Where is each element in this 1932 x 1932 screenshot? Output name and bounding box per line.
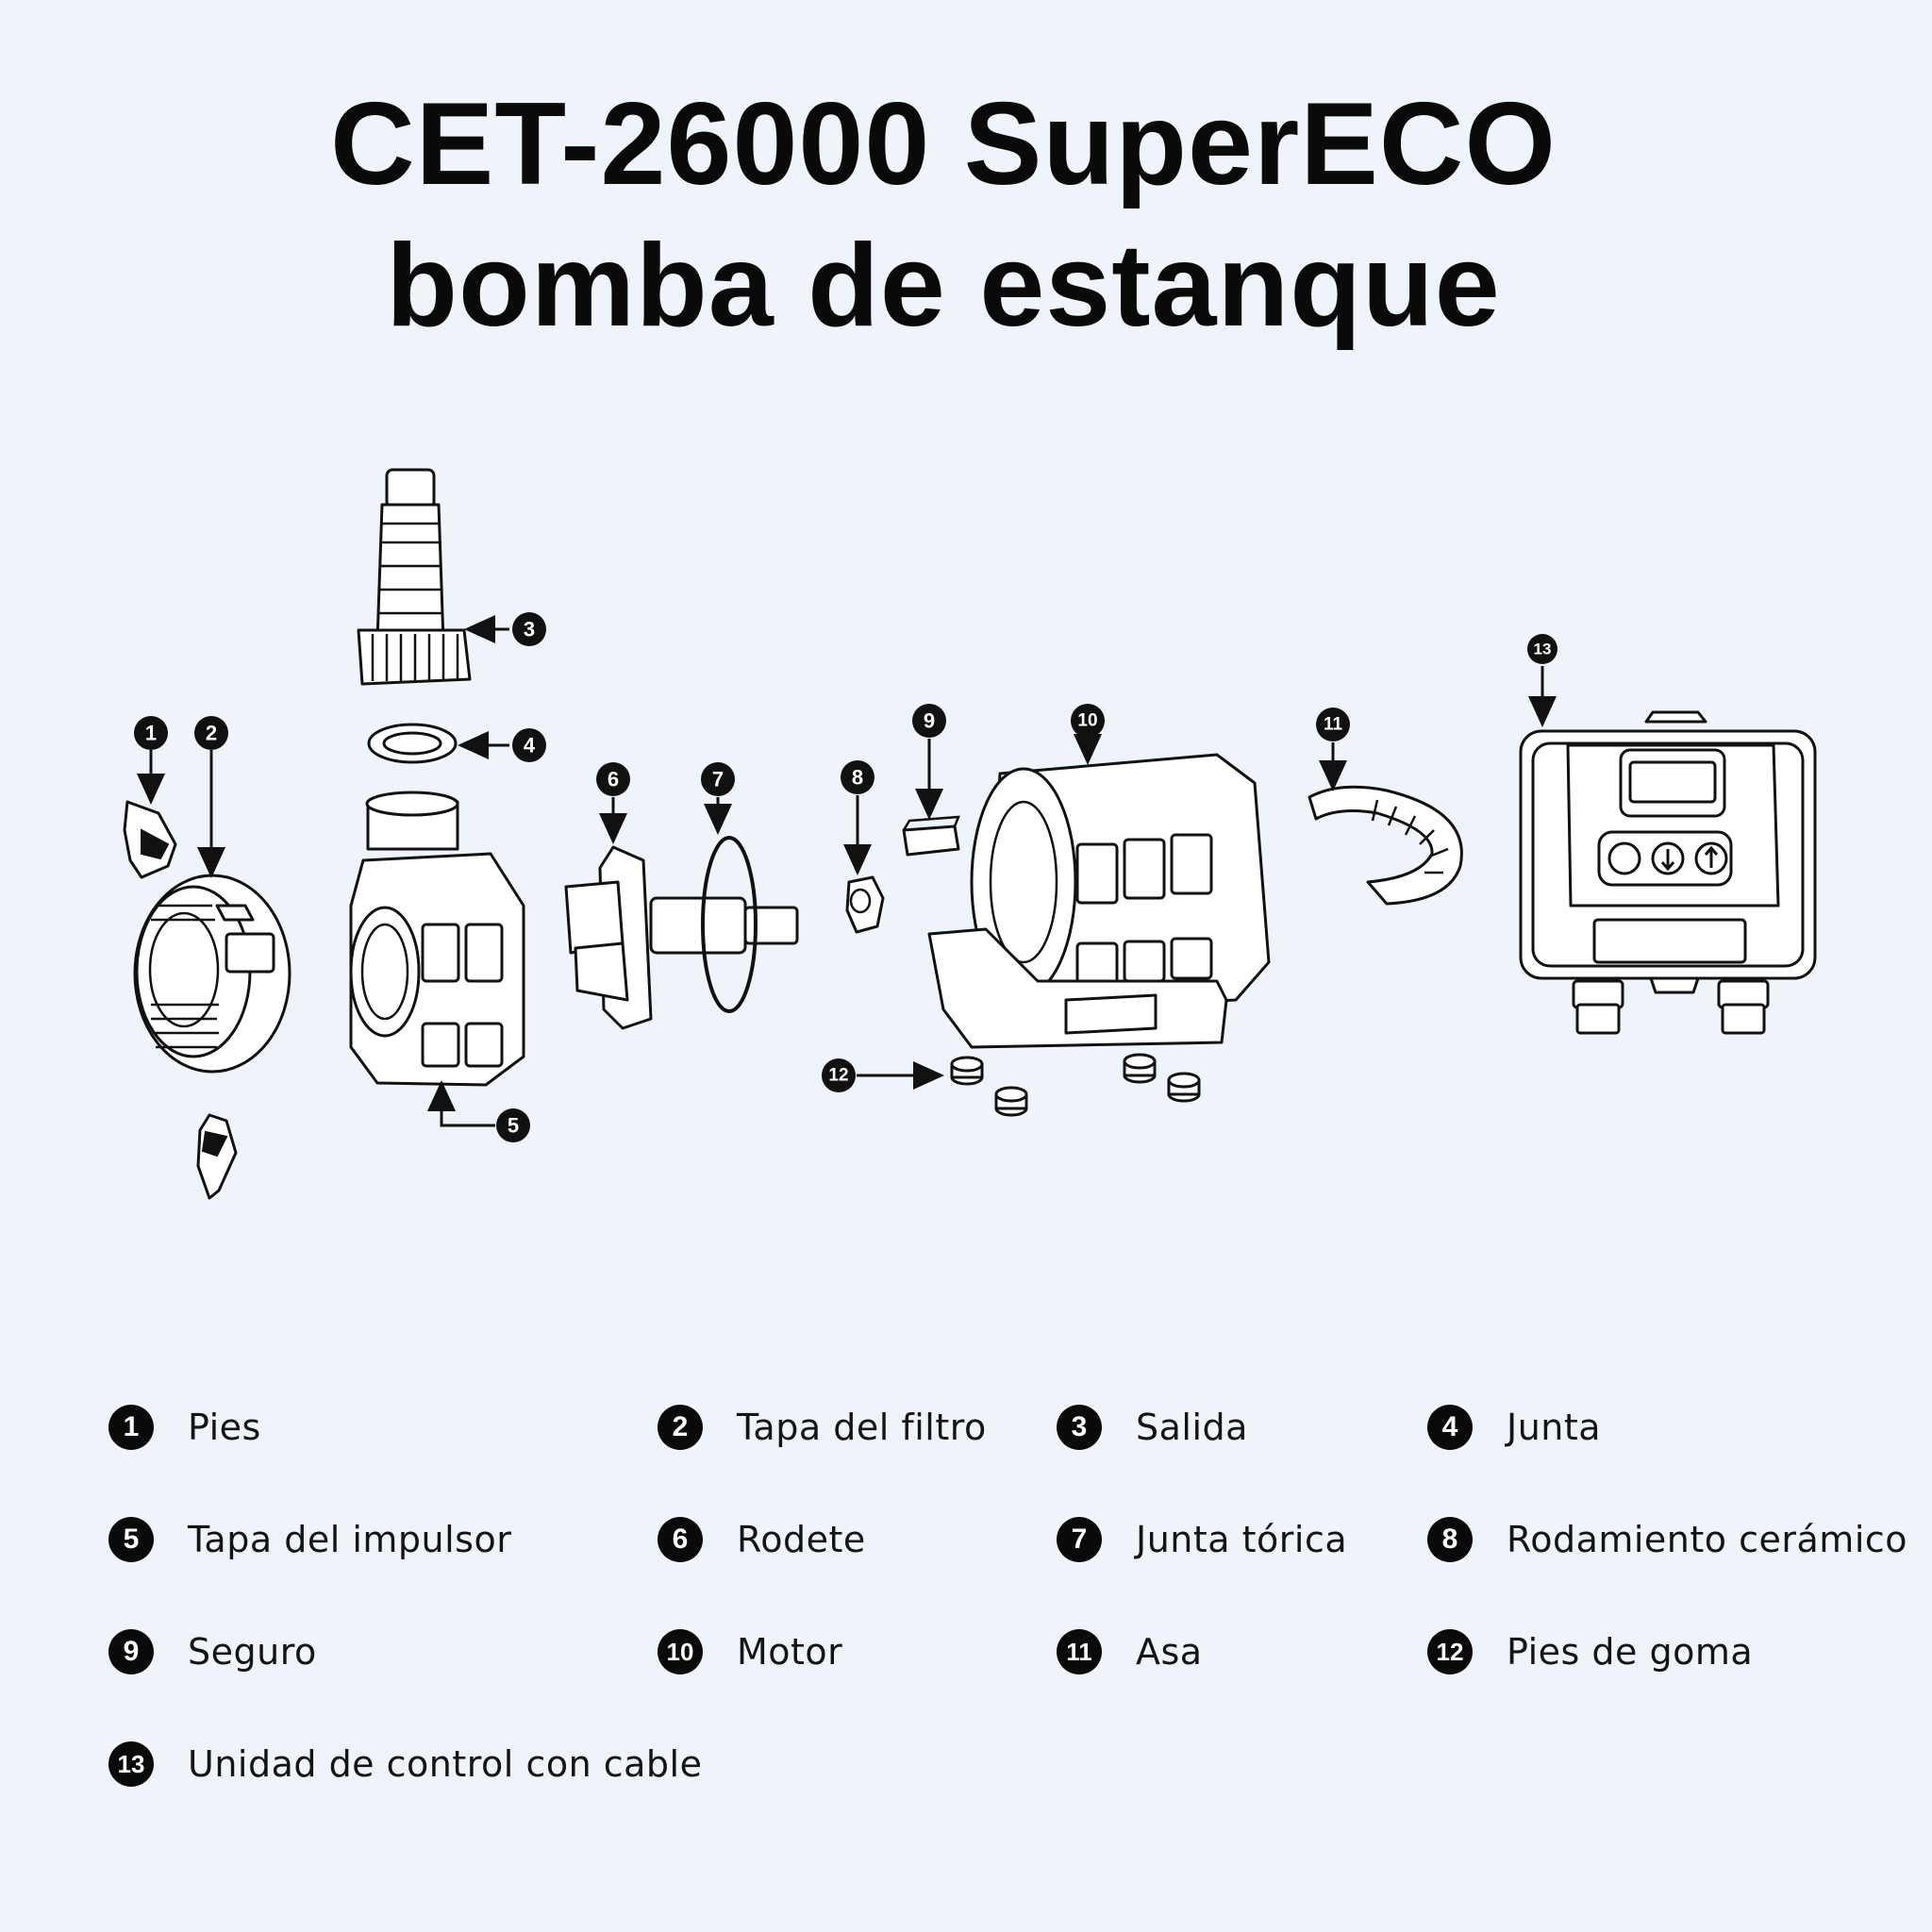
legend-badge: 10: [658, 1629, 703, 1674]
legend-badge: 12: [1427, 1629, 1473, 1674]
legend-label: Junta: [1507, 1407, 1602, 1448]
legend-item-3: 3 Salida: [1057, 1399, 1248, 1456]
part-impeller: [564, 845, 799, 1030]
legend-label: Unidad de control con cable: [188, 1743, 703, 1785]
svg-text:8: 8: [852, 766, 863, 790]
svg-text:2: 2: [206, 722, 217, 745]
legend-badge: 8: [1427, 1517, 1473, 1562]
legend-label: Rodete: [737, 1519, 866, 1560]
legend-label: Asa: [1136, 1631, 1203, 1673]
part-gasket: [367, 723, 458, 764]
callout-11: 11: [1316, 708, 1350, 741]
callout-5: 5: [496, 1108, 530, 1142]
legend-item-9: 9 Seguro: [108, 1624, 317, 1680]
legend-item-5: 5 Tapa del impulsor: [108, 1511, 511, 1568]
callout-1: 1: [134, 716, 168, 750]
svg-text:12: 12: [828, 1066, 848, 1086]
part-impeller-cover: [349, 791, 525, 1087]
legend-label: Tapa del filtro: [737, 1407, 987, 1448]
legend-badge: 7: [1057, 1517, 1102, 1562]
exploded-diagram: 1 2 3 4 5 6 7 8 9 10 11 12 13: [123, 468, 1817, 1200]
callout-9: 9: [912, 704, 946, 738]
legend-badge: 9: [108, 1629, 154, 1674]
callout-4: 4: [512, 728, 546, 762]
callout-2: 2: [194, 716, 228, 750]
page-title: CET-26000 SuperECO bomba de estanque: [0, 74, 1887, 357]
title-line-1: CET-26000 SuperECO: [330, 79, 1557, 209]
callout-7: 7: [701, 762, 735, 796]
part-clip: [902, 815, 960, 857]
part-control-unit: [1519, 710, 1817, 1035]
svg-text:13: 13: [1534, 641, 1552, 658]
part-outlet: [357, 468, 472, 686]
legend-item-8: 8 Rodamiento cerámico: [1427, 1511, 1907, 1568]
legend-label: Tapa del impulsor: [188, 1519, 512, 1560]
legend-label: Junta tórica: [1136, 1519, 1348, 1560]
part-filter-cover: [133, 874, 291, 1074]
legend-item-1: 1 Pies: [108, 1399, 261, 1456]
legend-badge: 3: [1057, 1405, 1102, 1450]
svg-text:1: 1: [145, 722, 157, 745]
legend-badge: 13: [108, 1741, 154, 1787]
svg-text:10: 10: [1077, 711, 1097, 731]
legend-item-11: 11 Asa: [1057, 1624, 1203, 1680]
callout-3: 3: [512, 612, 546, 646]
svg-text:3: 3: [524, 618, 535, 641]
legend-label: Seguro: [188, 1631, 317, 1673]
callout-badges: 1 2 3 4 5 6 7 8 9 10 11 12 13: [134, 612, 1557, 1142]
legend-badge: 6: [658, 1517, 703, 1562]
svg-text:6: 6: [608, 768, 619, 791]
title-line-2: bomba de estanque: [386, 221, 1501, 351]
callout-12: 12: [822, 1058, 856, 1092]
legend-badge: 11: [1057, 1629, 1102, 1674]
callout-6: 6: [596, 762, 630, 796]
legend-item-12: 12 Pies de goma: [1427, 1624, 1753, 1680]
svg-text:9: 9: [924, 709, 935, 733]
legend-label: Pies de goma: [1507, 1631, 1754, 1673]
callout-10: 10: [1071, 704, 1105, 738]
legend-badge: 1: [108, 1405, 154, 1450]
part-motor: [927, 753, 1271, 1049]
svg-text:11: 11: [1324, 715, 1343, 735]
callout-13: 13: [1527, 634, 1557, 664]
legend-badge: 4: [1427, 1405, 1473, 1450]
legend-label: Salida: [1136, 1407, 1248, 1448]
part-rubber-feet: [950, 1053, 1201, 1117]
legend-item-6: 6 Rodete: [658, 1511, 866, 1568]
legend-item-10: 10 Motor: [658, 1624, 842, 1680]
legend-item-13: 13 Unidad de control con cable: [108, 1736, 702, 1792]
legend-label: Pies: [188, 1407, 261, 1448]
svg-text:5: 5: [508, 1114, 519, 1138]
part-handle: [1307, 785, 1463, 906]
svg-text:7: 7: [712, 768, 724, 791]
svg-text:4: 4: [524, 734, 536, 758]
legend-badge: 5: [108, 1517, 154, 1562]
part-feet: [123, 800, 238, 1200]
legend-item-2: 2 Tapa del filtro: [658, 1399, 987, 1456]
legend-label: Motor: [737, 1631, 843, 1673]
legend-item-4: 4 Junta: [1427, 1399, 1601, 1456]
part-o-ring: [701, 836, 758, 1013]
callout-arrows: [137, 615, 1557, 1127]
legend-badge: 2: [658, 1405, 703, 1450]
legend-label: Rodamiento cerámico: [1507, 1519, 1908, 1560]
legend-item-7: 7 Junta tórica: [1057, 1511, 1347, 1568]
callout-8: 8: [841, 760, 874, 794]
part-ceramic-bearing: [845, 875, 885, 934]
